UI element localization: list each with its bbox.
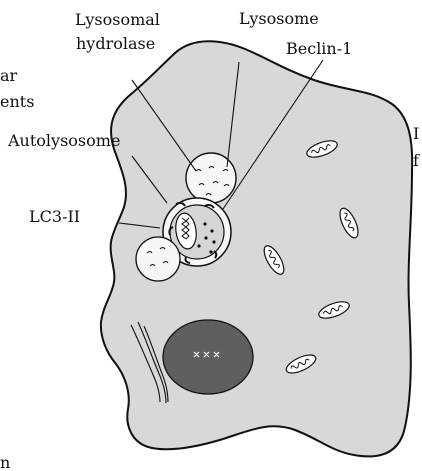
label-lc3ii: LC3-II — [29, 207, 80, 226]
nucleus — [163, 320, 253, 394]
partial-left-1: ar — [0, 66, 18, 85]
lysosome-vesicle — [186, 153, 236, 203]
label-lysosome: Lysosome — [239, 9, 319, 28]
adjacent-lysosome — [136, 237, 180, 281]
partial-left-2: ents — [0, 92, 34, 111]
partial-right-2: f — [413, 151, 420, 170]
partial-bottom: n — [0, 453, 10, 471]
label-lysosomal-hydrolase-line1: Lysosomal — [75, 10, 160, 29]
label-beclin1: Beclin-1 — [286, 39, 352, 58]
partial-right-1: I — [413, 124, 419, 143]
label-lysosomal-hydrolase-line2: hydrolase — [76, 34, 155, 53]
label-autolysosome: Autolysosome — [7, 131, 120, 150]
